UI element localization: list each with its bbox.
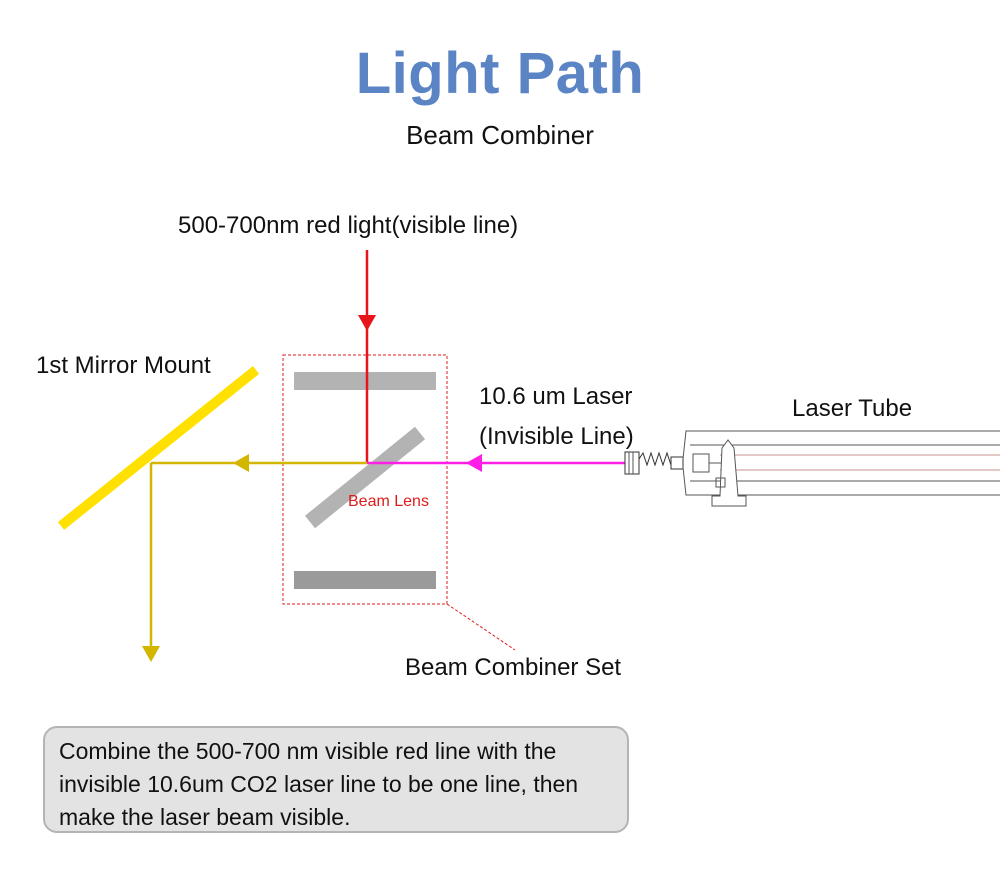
beam-lens <box>304 426 426 529</box>
beam-combiner-box <box>282 354 448 605</box>
bottom-plate <box>294 571 436 589</box>
page-subtitle: Beam Combiner <box>406 120 594 150</box>
beam-combiner-set-label: Beam Combiner Set <box>405 654 622 681</box>
laser-label: 10.6 um Laser (Invisible Line) <box>479 377 634 457</box>
red-beam-arrow <box>358 315 376 331</box>
beam-lens-label: Beam Lens <box>348 493 429 510</box>
laser-beam-arrow <box>466 454 482 472</box>
laser-tube <box>624 430 1000 507</box>
laser-label-line2: (Invisible Line) <box>479 423 634 450</box>
page-title: Light Path <box>355 41 645 106</box>
beam-combiner-leader <box>446 603 516 651</box>
laser-tube-label: Laser Tube <box>792 395 913 422</box>
combined-beam-arrow <box>233 454 249 472</box>
reflected-beam-arrow <box>142 646 160 662</box>
laser-label-line1: 10.6 um Laser <box>479 383 633 410</box>
mirror-mount-label: 1st Mirror Mount <box>36 352 211 379</box>
description-note: Combine the 500-700 nm visible red line … <box>43 726 629 833</box>
red-light-label: 500-700nm red light(visible line) <box>178 212 519 239</box>
first-mirror <box>57 366 260 530</box>
top-plate <box>294 372 436 390</box>
